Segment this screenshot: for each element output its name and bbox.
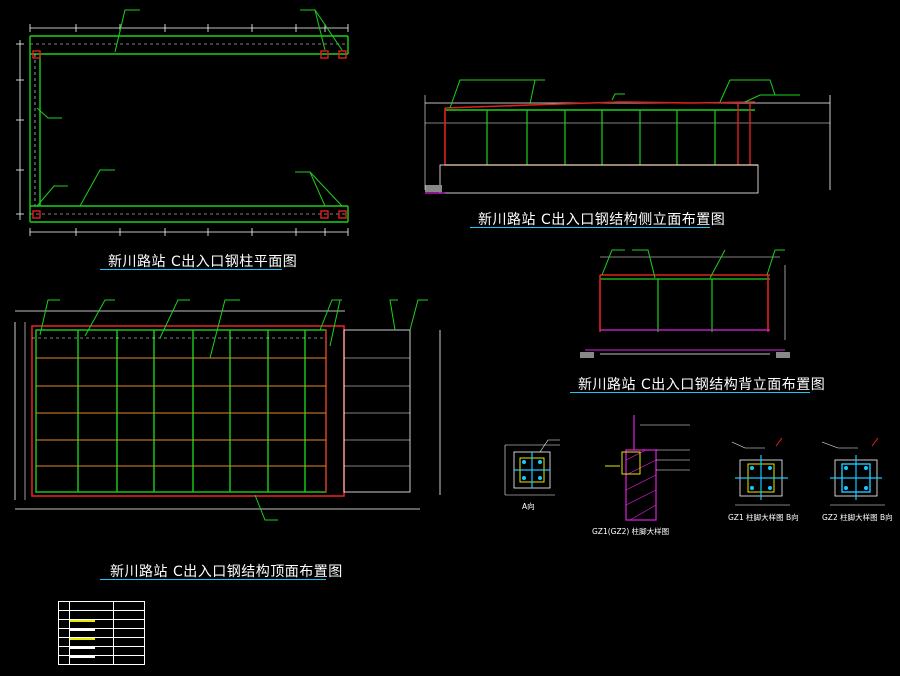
back-elevation-view — [580, 249, 790, 358]
legend-row — [59, 646, 144, 655]
legend-table-header — [59, 602, 144, 610]
gz2-footing-detail-view — [821, 437, 885, 506]
back-elevation-title-underline — [570, 392, 810, 393]
side-elevation-view — [424, 79, 831, 194]
legend-table-marks — [70, 620, 95, 658]
top-plan-title-underline — [100, 579, 326, 580]
gz2-label: GZ2 柱脚大样图 — [822, 513, 878, 522]
column-plan-title-underline — [100, 269, 282, 270]
gz2-b-label: B向 — [880, 513, 893, 522]
gz1-footing-detail-view — [731, 437, 790, 506]
legend-row — [59, 637, 144, 646]
gz1-label: GZ1 柱脚大样图 — [728, 513, 784, 522]
side-elevation-title: 新川路站 C出入口钢结构侧立面布置图 — [478, 212, 726, 228]
top-plan-view — [14, 299, 441, 521]
legend-table — [58, 601, 145, 665]
legend-row — [59, 610, 144, 619]
legend-row — [59, 628, 144, 637]
top-plan-title: 新川路站 C出入口钢结构顶面布置图 — [110, 564, 343, 580]
legend-row — [59, 619, 144, 628]
side-elevation-title-underline — [470, 227, 710, 228]
detail-a-view — [504, 439, 560, 496]
column-plan-title: 新川路站 C出入口钢柱平面图 — [108, 254, 298, 270]
detail-a-label: A向 — [522, 502, 535, 511]
gz1-gz2-label: GZ1(GZ2) 柱脚大样图 — [592, 527, 670, 536]
gz1-b-label: B向 — [786, 513, 799, 522]
gz1-gz2-section-view — [605, 415, 690, 521]
column-plan-view — [16, 9, 349, 236]
back-elevation-title: 新川路站 C出入口钢结构背立面布置图 — [578, 377, 826, 393]
legend-row — [59, 655, 144, 664]
legend-col-divider — [113, 602, 114, 664]
legend-col-divider — [69, 602, 70, 664]
